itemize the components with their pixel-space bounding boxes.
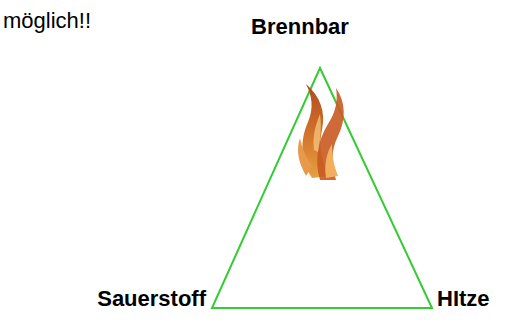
triangle-outline [212, 68, 432, 308]
flame-illustration [298, 84, 344, 180]
corner-label: Brennbar [251, 14, 349, 40]
corner-label: Sauerstoff [97, 286, 206, 312]
corner-label: HItze [437, 286, 490, 312]
note-text: möglich!! [3, 8, 91, 34]
